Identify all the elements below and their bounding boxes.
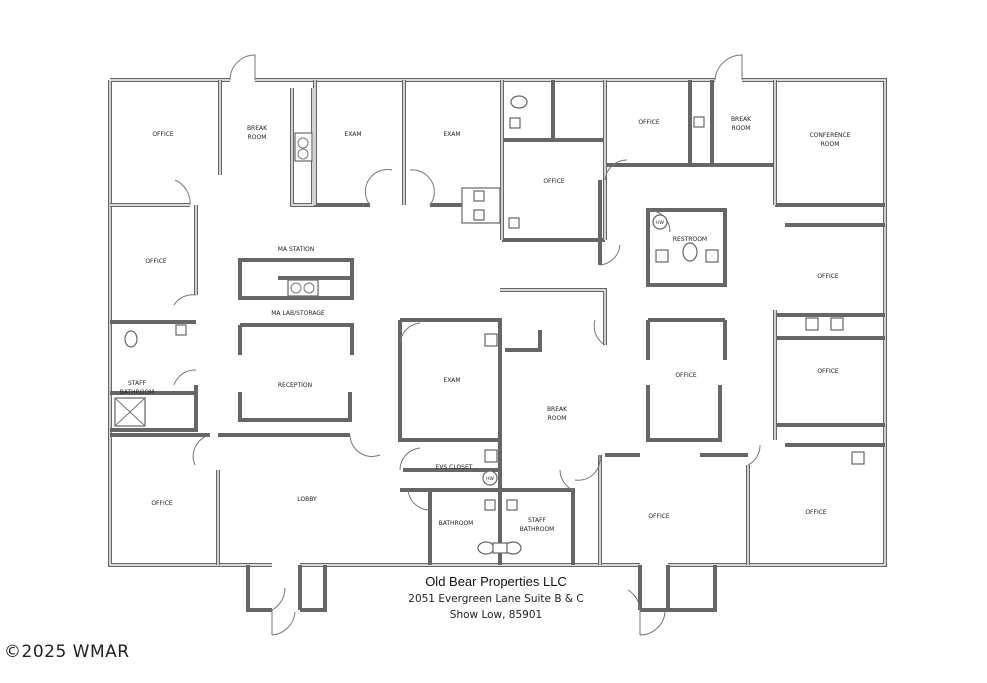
room-label: OFFICE	[648, 513, 670, 520]
watermark: ©2025 WMAR	[4, 642, 130, 662]
address-line: 2051 Evergreen Lane Suite B & C	[408, 593, 583, 605]
room-label: BATHROOM	[520, 526, 555, 533]
room-label: BREAK	[547, 406, 568, 413]
room-label: OFFICE	[638, 119, 660, 126]
room-labels: OFFICE BREAK ROOM EXAM EXAM OFFICE BREAK…	[120, 116, 851, 533]
room-label: MA STATION	[278, 246, 314, 253]
room-label: OFFICE	[151, 500, 173, 507]
room-label: BATHROOM	[439, 520, 474, 527]
room-label: OFFICE	[145, 258, 167, 265]
room-label: EVS CLOSET	[436, 464, 473, 471]
caption: Old Bear Properties LLC 2051 Evergreen L…	[408, 574, 583, 621]
room-label: BREAK	[731, 116, 752, 123]
room-label: OFFICE	[805, 509, 827, 516]
room-label: ROOM	[548, 415, 567, 422]
room-label: EXAM	[344, 131, 361, 138]
room-label: STAFF	[528, 517, 547, 524]
company-name: Old Bear Properties LLC	[425, 574, 567, 589]
room-label: HW	[486, 476, 494, 482]
room-label: CONFERENCE	[809, 132, 850, 139]
room-label: HW	[656, 220, 664, 226]
room-label: MA LAB/STORAGE	[271, 310, 325, 317]
room-label: OFFICE	[543, 178, 565, 185]
room-label: BATHROOM	[120, 389, 155, 396]
room-label: ROOM	[248, 134, 267, 141]
fixtures	[114, 95, 865, 555]
room-label: ROOM	[821, 141, 840, 148]
room-label: EXAM	[443, 377, 460, 384]
room-label: OFFICE	[817, 273, 839, 280]
room-label: EXAM	[443, 131, 460, 138]
room-label: LOBBY	[297, 496, 317, 503]
walls	[108, 78, 887, 612]
room-label: ROOM	[732, 125, 751, 132]
room-label: OFFICE	[675, 372, 697, 379]
room-label: RESTROOM	[673, 236, 707, 243]
room-label: STAFF	[128, 380, 147, 387]
doors	[173, 54, 761, 636]
city-line: Show Low, 85901	[450, 609, 542, 621]
room-label: BREAK	[247, 125, 268, 132]
room-label: RECEPTION	[278, 382, 312, 389]
room-label: OFFICE	[817, 368, 839, 375]
room-label: OFFICE	[152, 131, 174, 138]
